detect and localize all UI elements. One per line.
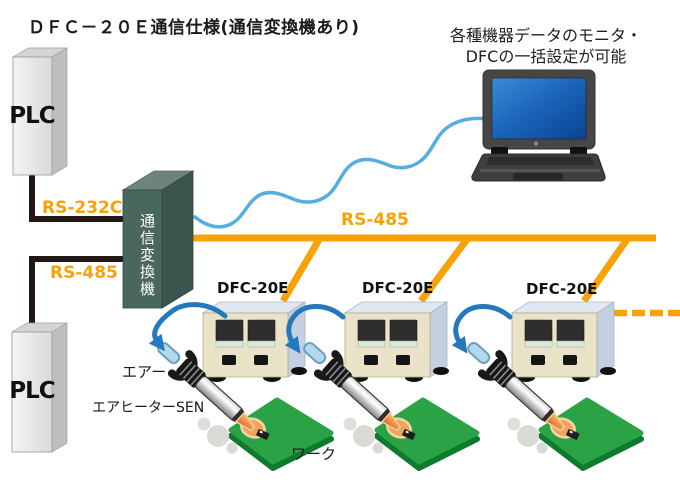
plc-bottom-box: [10, 322, 69, 453]
laptop: [471, 69, 606, 182]
pc-caption: 各種機器データのモニタ・ DFCの一括設定が可能: [438, 25, 654, 67]
page-title: ＤＦＣ－２０Ｅ通信仕様(通信変換機あり): [28, 18, 360, 38]
converter-label: 通信変換機: [138, 212, 156, 298]
flow-arrow-3: [451, 304, 513, 354]
dfc-device-3: [511, 301, 617, 383]
air-label: エアー: [122, 363, 167, 381]
laptop-touchpad: [513, 173, 563, 180]
laptop-logo-mark: [534, 141, 538, 146]
flow-arrows: [148, 302, 513, 354]
rs485-left-wire: [29, 256, 125, 326]
work-label: ワーク: [291, 445, 337, 463]
dfc-device-2: [344, 301, 450, 383]
rs485-bus-line: [193, 234, 680, 317]
plc-top-label: PLC: [9, 103, 55, 129]
dfc-device-2-label: DFC-20E: [362, 279, 434, 297]
plc-bottom-label: PLC: [9, 378, 55, 404]
rs485-left-label: RS-485: [50, 263, 118, 283]
rs232c-wire: [29, 170, 125, 222]
rs232c-label: RS-232C: [42, 198, 123, 218]
laptop-keyboard: [486, 157, 594, 165]
flow-arrow-2: [284, 304, 346, 354]
plc-top-box: [11, 47, 69, 176]
air-heater-label: エアヒーターSEN: [92, 400, 205, 416]
rs485-bus-label: RS-485: [341, 210, 409, 230]
flow-arrow-1: [148, 302, 228, 352]
dfc-device-3-label: DFC-20E: [526, 280, 598, 298]
pc-caption-line1: 各種機器データのモニタ・: [449, 26, 642, 45]
converter-box: [121, 170, 195, 309]
pc-cable: [193, 116, 489, 229]
pc-caption-line2: DFCの一括設定が可能: [465, 47, 627, 66]
laptop-screen: [491, 77, 587, 140]
dfc-device-1-label: DFC-20E: [217, 279, 289, 297]
